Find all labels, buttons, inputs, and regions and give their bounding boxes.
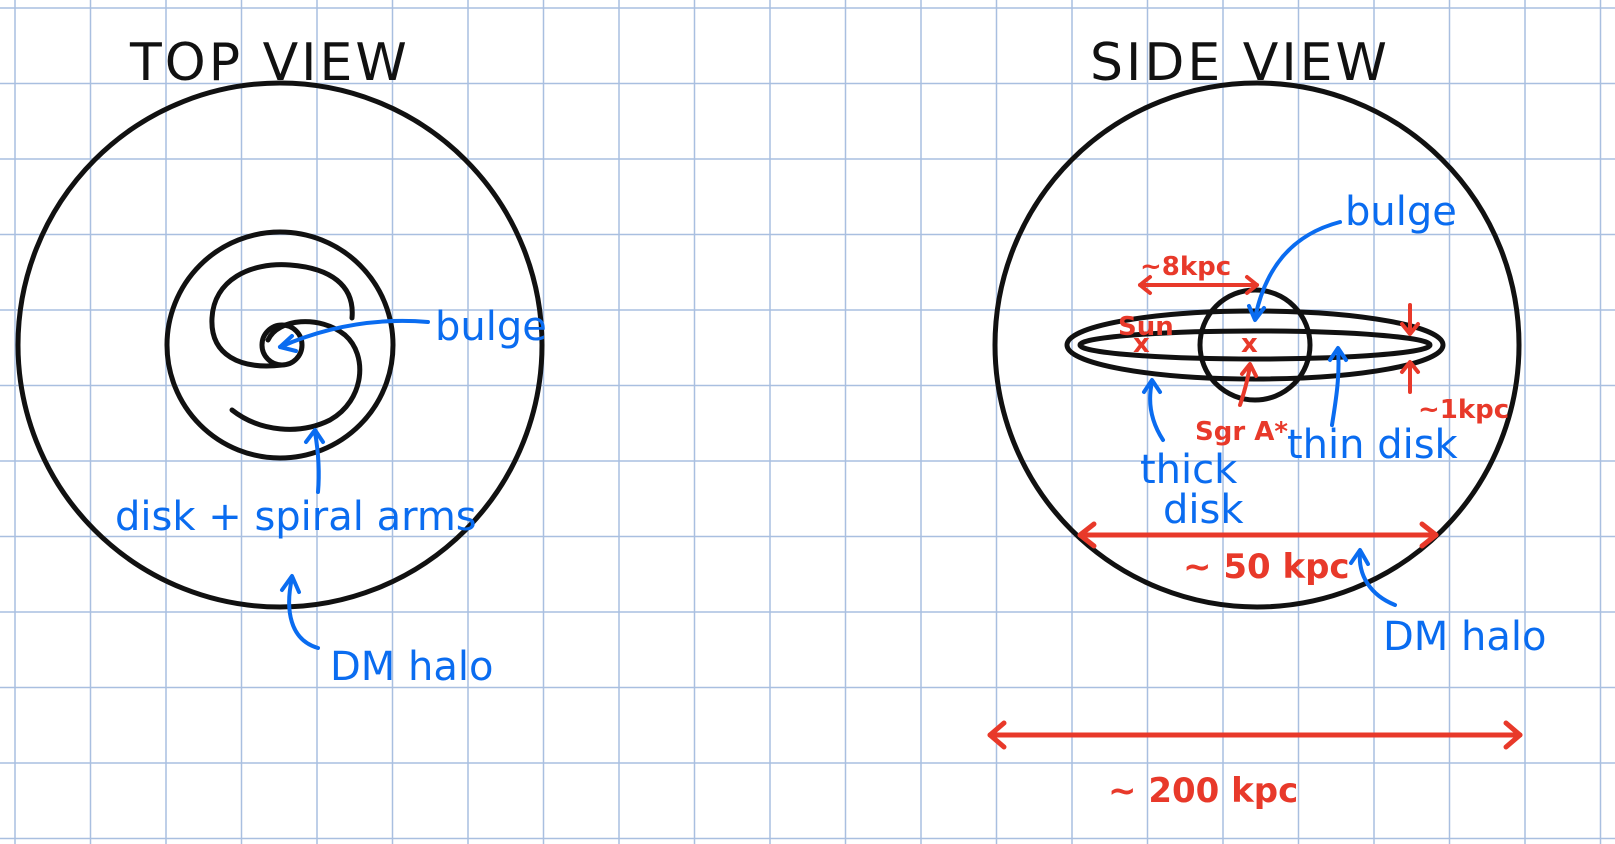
sgr-a-arrow-head — [1240, 362, 1258, 378]
thin-disk-arrow — [1330, 348, 1341, 427]
spiral-arm — [209, 262, 355, 369]
bulge-arrow — [278, 318, 430, 349]
sun-distance-arrow-head — [1138, 275, 1152, 295]
disk-diameter-arrow-head — [1419, 521, 1439, 549]
halo-arrow-head — [280, 574, 301, 594]
top-view-halo-circle — [15, 80, 545, 610]
sun-label: Sun — [1118, 312, 1174, 342]
halo-diameter-arrow-head — [987, 720, 1007, 750]
halo-diameter-arrow-head — [1503, 720, 1523, 750]
sgr-a-label: Sgr A* — [1195, 417, 1288, 447]
side-bulge-arrow — [1253, 220, 1342, 320]
sgr-a-arrow — [1238, 364, 1252, 407]
top-disk-label: disk + spiral arms — [115, 494, 477, 540]
side-bulge-arrow-head — [1247, 304, 1266, 322]
disk-diameter-label: ~ 50 kpc — [1183, 547, 1350, 587]
sgr-a-marker: x — [1241, 329, 1258, 359]
bulge-arrow-head — [278, 334, 298, 353]
disk-arrow-head — [304, 428, 325, 444]
spiral-arm — [229, 319, 363, 432]
side-view-panel: SIDE VIEW x x ~8kpc Sun Sgr A* ~1kpc bul… — [987, 33, 1546, 811]
disk-arrow — [313, 430, 321, 494]
thick-disk-label-2: disk — [1163, 487, 1244, 533]
top-halo-label: DM halo — [330, 644, 493, 690]
side-view-halo-circle — [992, 80, 1522, 610]
thickness-arrow-bottom-head — [1400, 360, 1420, 374]
side-halo-arrow — [1357, 550, 1397, 607]
sun-distance-arrow-head — [1245, 275, 1259, 295]
disk-thickness-label: ~1kpc — [1418, 395, 1509, 425]
sun-distance-label: ~8kpc — [1140, 252, 1231, 282]
side-halo-arrow-head — [1349, 548, 1370, 566]
side-halo-label: DM halo — [1383, 614, 1546, 660]
top-bulge-label: bulge — [435, 304, 547, 350]
side-bulge-label: bulge — [1345, 189, 1457, 235]
thick-disk-arrow-head — [1142, 378, 1162, 394]
thick-disk-label-1: thick — [1140, 447, 1238, 493]
disk-diameter-arrow-head — [1077, 521, 1097, 549]
side-view-bulge-circle — [1197, 287, 1313, 403]
thin-disk-arrow-head — [1328, 346, 1348, 362]
thin-disk-label: thin disk — [1287, 422, 1459, 468]
halo-diameter-label: ~ 200 kpc — [1108, 771, 1298, 811]
thickness-arrow-top-head — [1400, 322, 1420, 336]
top-view-panel: TOP VIEW bulge disk + spiral arms DM hal… — [15, 33, 547, 690]
halo-arrow — [287, 576, 320, 650]
thin-disk-ellipse — [1077, 328, 1433, 362]
thick-disk-arrow — [1148, 380, 1165, 442]
top-view-disk-circle — [164, 229, 396, 461]
sun-marker: x — [1133, 329, 1150, 359]
